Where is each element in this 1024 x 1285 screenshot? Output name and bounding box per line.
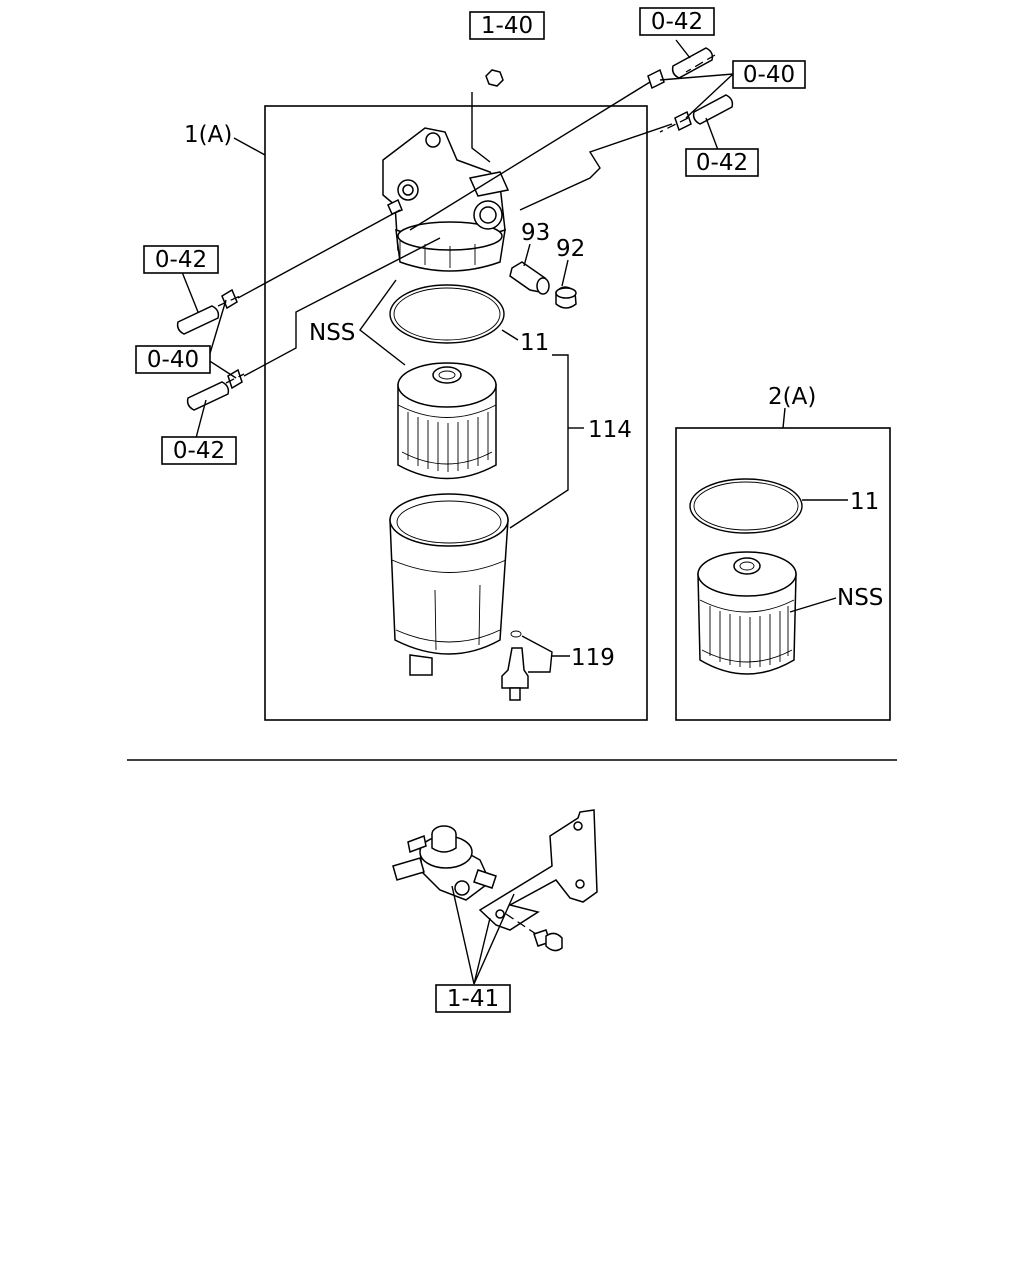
leader-nss-main bbox=[359, 279, 406, 366]
leader-0-42-left-bottom bbox=[195, 399, 207, 439]
leader-0-42-right bbox=[705, 117, 719, 151]
dash-hose-l-2 bbox=[225, 373, 245, 384]
leader-92 bbox=[561, 259, 569, 287]
routing-line-1 bbox=[471, 92, 491, 163]
fitting-93-shape bbox=[509, 261, 550, 295]
dash-hose-tr-1 bbox=[685, 54, 716, 73]
label-part-93: 93 bbox=[521, 220, 550, 246]
label-assembly-2a: 2(A) bbox=[768, 384, 816, 410]
leader-2a bbox=[782, 407, 786, 429]
ref-label-1-41: 1-41 bbox=[447, 986, 499, 1012]
assembly-1a-frame bbox=[264, 105, 648, 721]
routing-line-3 bbox=[519, 123, 673, 211]
ref-label-1-40: 1-40 bbox=[481, 13, 533, 39]
plug-92-shape bbox=[555, 286, 577, 309]
ref-box-0-40-top[interactable]: 0-40 bbox=[732, 60, 806, 89]
ref-box-1-40[interactable]: 1-40 bbox=[469, 11, 545, 40]
leader-0-42-left-top bbox=[181, 271, 199, 313]
label-part-92: 92 bbox=[556, 236, 585, 262]
ref-label-0-42-left-top: 0-42 bbox=[155, 247, 207, 273]
routing-line-5 bbox=[243, 237, 441, 377]
ref-label-0-40-left: 0-40 bbox=[147, 347, 199, 373]
filter-bowl bbox=[389, 493, 509, 676]
label-part-11-kit: 11 bbox=[850, 489, 879, 515]
leader-0-42-top bbox=[675, 39, 691, 59]
label-part-119: 119 bbox=[571, 645, 615, 671]
leader-119 bbox=[521, 635, 553, 673]
o-ring-main bbox=[389, 284, 505, 344]
leader-114 bbox=[509, 354, 569, 529]
filter-head bbox=[382, 127, 510, 272]
ref-box-0-42-top[interactable]: 0-42 bbox=[639, 7, 715, 36]
leader-nss-kit bbox=[789, 597, 837, 613]
o-ring-kit bbox=[689, 478, 803, 534]
leader-93 bbox=[523, 243, 531, 267]
dash-hose-tr-2 bbox=[659, 117, 689, 133]
ref-label-0-42-top: 0-42 bbox=[651, 9, 703, 35]
priming-pump-assembly bbox=[392, 809, 598, 952]
drain-plug-119 bbox=[501, 630, 529, 701]
routing-line-4 bbox=[237, 209, 401, 299]
ref-label-0-40-top: 0-40 bbox=[743, 62, 795, 88]
dash-hose-l-1 bbox=[217, 295, 241, 307]
label-assembly-1a: 1(A) bbox=[184, 122, 232, 148]
ref-label-0-42-left-bottom: 0-42 bbox=[173, 438, 225, 464]
ref-label-0-42-right: 0-42 bbox=[696, 150, 748, 176]
routing-line-2 bbox=[409, 81, 651, 231]
hose-top-right bbox=[647, 47, 734, 132]
nut-shape bbox=[485, 69, 504, 87]
filter-element-main bbox=[397, 362, 497, 480]
ref-box-1-41[interactable]: 1-41 bbox=[435, 984, 511, 1013]
ref-box-0-42-left-top[interactable]: 0-42 bbox=[143, 245, 219, 274]
ref-box-0-42-right[interactable]: 0-42 bbox=[685, 148, 759, 177]
leader-1-41 bbox=[451, 885, 491, 985]
leader-1a bbox=[233, 137, 266, 156]
label-part-114: 114 bbox=[588, 417, 632, 443]
leader-1-41-b bbox=[473, 893, 515, 985]
ref-box-0-40-left[interactable]: 0-40 bbox=[135, 345, 211, 374]
label-part-11-main: 11 bbox=[520, 330, 549, 356]
leader-11-main bbox=[501, 329, 519, 341]
filter-element-kit bbox=[697, 551, 797, 675]
ref-box-0-42-left-bottom[interactable]: 0-42 bbox=[161, 436, 237, 465]
label-nss-kit: NSS bbox=[837, 585, 883, 611]
label-nss-main: NSS bbox=[309, 320, 355, 346]
